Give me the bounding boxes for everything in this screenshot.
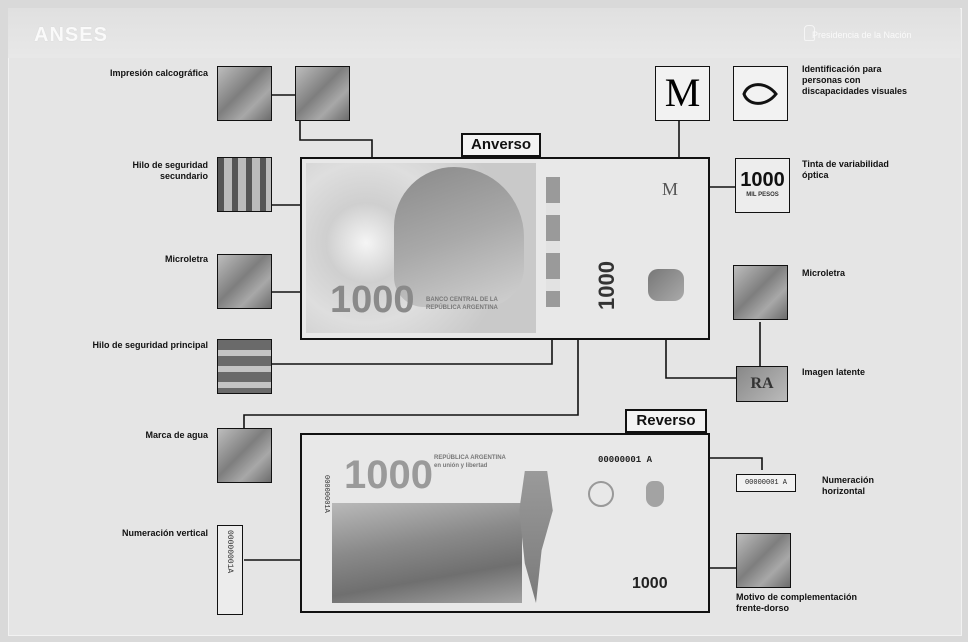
label-optical-ink-line1: Tinta de variabilidad <box>802 159 889 169</box>
header-bar <box>8 8 960 58</box>
latent-image-sample: RA <box>736 366 788 402</box>
compass-rose-icon <box>588 481 614 507</box>
label-intaglio: Impresión calcográfica <box>109 68 208 78</box>
back-banknote: 1000 REPÚBLICA ARGENTINA en unión y libe… <box>300 433 710 613</box>
back-section-title: Reverso <box>625 409 707 433</box>
vertical-numbering-sample-text: 00000001A <box>225 530 234 574</box>
latent-image-emblem <box>648 269 684 301</box>
coat-of-arms-icon <box>646 481 664 507</box>
back-motto-line2: en unión y libertad <box>434 463 488 469</box>
label-visual-impaired-line3: discapacidades visuales <box>802 86 908 96</box>
anses-logo: ANSES <box>34 24 108 46</box>
braille-letter-sample: M <box>655 66 710 121</box>
back-motto-line1: REPÚBLICA ARGENTINA <box>434 455 506 461</box>
label-visual-impaired-line2: personas con <box>802 75 861 85</box>
label-vertical-numbering: Numeración vertical <box>121 528 208 538</box>
label-secondary-thread-line2: secundario <box>159 171 208 181</box>
security-thread-strip <box>546 177 560 307</box>
front-vertical-denomination: 1000 <box>594 261 619 310</box>
label-latent-image: Imagen latente <box>802 367 866 377</box>
bank-name-line2: REPÚBLICA ARGENTINA <box>426 305 498 311</box>
watermark-sample <box>217 428 272 483</box>
front-denomination: 1000 <box>330 279 415 321</box>
front-banknote: 1000 BANCO CENTRAL DE LA REPÚBLICA ARGEN… <box>300 157 710 340</box>
microletter-sample-right <box>733 265 788 320</box>
back-vertical-serial: 00000001A <box>322 475 330 513</box>
label-microletter-right: Microletra <box>802 268 846 278</box>
back-serial-number: 00000001 A <box>598 455 653 465</box>
label-optical-ink-line2: óptica <box>802 170 829 180</box>
pampas-landscape-illustration <box>332 503 522 603</box>
presidency-shield-icon <box>804 25 815 41</box>
label-main-thread: Hilo de seguridad principal <box>92 340 208 350</box>
presidency-label: Presidencia de la Nación <box>812 30 912 40</box>
main-thread-sample <box>217 339 272 394</box>
intaglio-sample-1 <box>217 66 272 121</box>
see-through-sample <box>736 533 791 588</box>
optical-ink-sample: 1000 MIL PESOS <box>735 158 790 213</box>
bank-name-line1: BANCO CENTRAL DE LA <box>426 297 498 303</box>
optical-ink-caption: MIL PESOS <box>746 192 779 198</box>
label-watermark: Marca de agua <box>145 430 208 440</box>
braille-mark-glyph: M <box>662 179 679 199</box>
horizontal-numbering-sample: 00000001 A <box>736 474 796 492</box>
label-secondary-thread-line1: Hilo de seguridad <box>132 160 208 170</box>
label-visual-impaired-line1: Identificación para <box>802 64 882 74</box>
label-see-through-line2: frente-dorso <box>736 603 790 613</box>
front-section-title: Anverso <box>461 133 541 157</box>
secondary-thread-sample <box>217 157 272 212</box>
label-microletter-left: Microletra <box>164 254 208 264</box>
microletter-sample-left <box>217 254 272 309</box>
hornero-bird-illustration <box>394 167 524 307</box>
drop-shape-icon <box>742 83 778 105</box>
label-horizontal-numbering-line2: horizontal <box>822 486 865 496</box>
back-denomination: 1000 <box>344 453 433 497</box>
label-horizontal-numbering-line1: Numeración <box>822 475 875 485</box>
label-see-through-line1: Motivo de complementación <box>736 592 858 602</box>
vertical-numbering-sample: 00000001A <box>217 525 243 615</box>
intaglio-sample-2 <box>295 66 350 121</box>
optical-ink-number: 1000 <box>740 169 785 191</box>
back-small-denomination: 1000 <box>632 575 668 592</box>
braille-drop-sample <box>733 66 788 121</box>
latent-image-letters: RA <box>750 375 774 392</box>
